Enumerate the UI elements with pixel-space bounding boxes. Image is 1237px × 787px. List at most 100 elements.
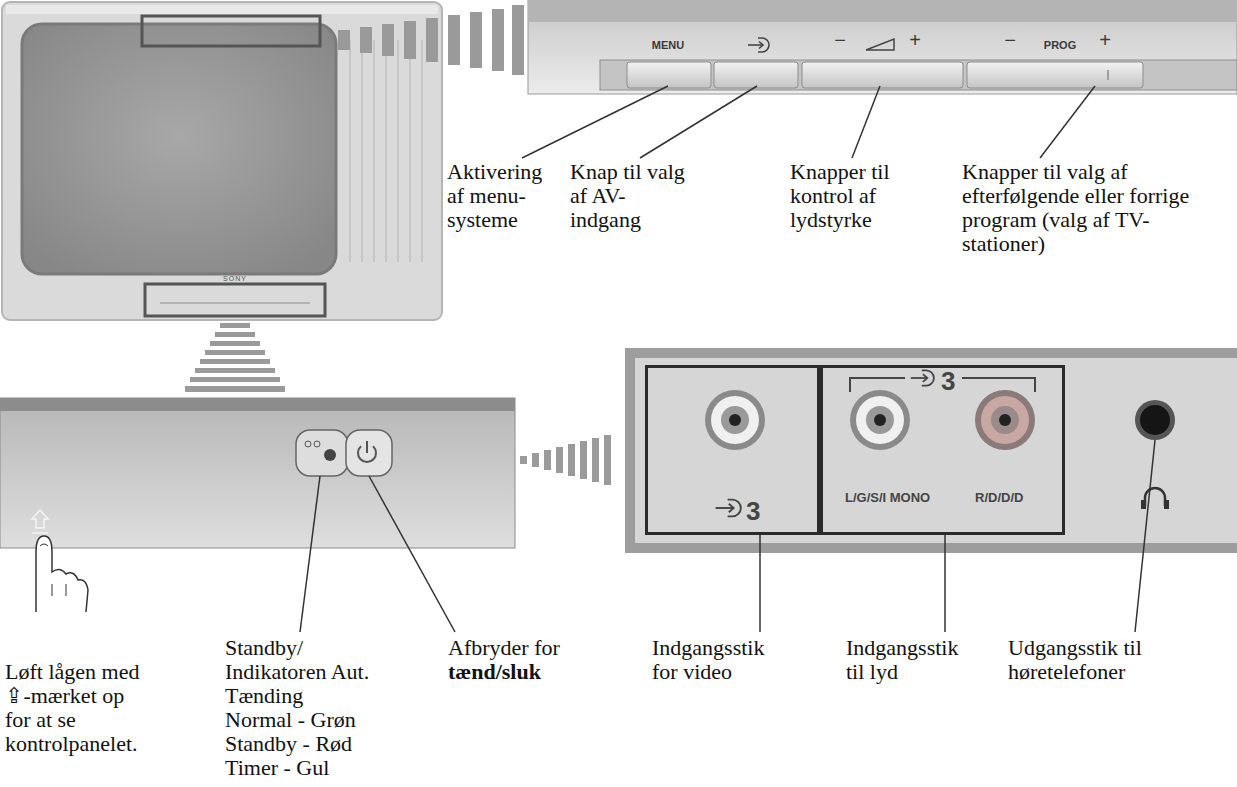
headphone-symbol (1141, 500, 1146, 509)
leader-line (300, 476, 320, 632)
jack-ring (975, 390, 1035, 450)
jack-panel (625, 348, 1237, 553)
indicator-state: Timer - Gul (225, 756, 395, 780)
wedge-bar (426, 18, 438, 62)
indicator-state: Normal - Grøn (225, 708, 395, 732)
leader-line (522, 86, 668, 158)
volume-button (802, 62, 963, 88)
leader-line (1040, 86, 1095, 158)
panel-marking: + (1095, 30, 1115, 50)
wedge-bar (604, 435, 611, 485)
wedge-bar (185, 386, 285, 392)
jack-panel-frame (625, 348, 1237, 553)
remote-sensor (324, 449, 336, 461)
callout-text: Udgangsstik til høretelefoner (1008, 636, 1228, 684)
power-symbol (366, 441, 368, 453)
door-top-band (0, 398, 515, 411)
wedge-bar (205, 350, 265, 355)
wedge-bar (404, 21, 416, 59)
wedge-bar (200, 359, 270, 364)
wedge-bar (556, 447, 563, 473)
callout-text: Knapper til kontrol af lydstyrke (790, 160, 910, 232)
jack-ring (856, 396, 904, 444)
callout-text: Knap til valg af AV-indgang (570, 160, 690, 232)
door-edge (160, 302, 310, 304)
wedge-bar (448, 15, 460, 65)
leader-lines (522, 86, 1095, 158)
callout-text: Knapper til valg af efterfølgende eller … (962, 160, 1202, 256)
audio-jack-right (975, 390, 1035, 450)
wedge-bar (195, 368, 275, 373)
program-button (967, 62, 1143, 88)
input-symbol (716, 500, 741, 517)
menu-button (627, 62, 711, 88)
lift-mark (32, 532, 48, 534)
jack-hole (874, 414, 886, 426)
headphone-symbol (1164, 500, 1169, 509)
panel-marking: MENU (643, 38, 693, 52)
top-panel (528, 0, 1237, 94)
leader-lines (300, 440, 1155, 632)
callout-text: Indgangsstik til lyd (846, 636, 981, 684)
jack-ring (981, 396, 1029, 444)
wedge-bar (382, 24, 394, 56)
input-button (714, 62, 798, 88)
power-button (346, 430, 392, 476)
wedge-bar (568, 444, 575, 476)
tv-set (2, 2, 442, 320)
wedge-bar (470, 12, 482, 68)
input-number: 3 (941, 366, 955, 396)
volume-symbol (866, 39, 894, 50)
channel-label: R/D/D/D (975, 490, 1023, 506)
wedge-bar (215, 332, 255, 337)
indicator-led (314, 441, 320, 447)
speaker-grille (350, 40, 422, 262)
jack-ring (711, 396, 759, 444)
jack-ring (705, 390, 765, 450)
panel-marking: PROG (1030, 38, 1090, 52)
wedge-bar (512, 5, 524, 75)
wedge-bar (338, 30, 350, 50)
input-number: 3 (746, 496, 760, 526)
wedge-bar (360, 27, 372, 53)
wedge-bar (532, 453, 539, 467)
zoom-frame (145, 284, 325, 316)
jack-ring (866, 406, 894, 434)
leader-line (369, 476, 455, 632)
panel-face (528, 0, 1237, 94)
jack-ring (991, 406, 1019, 434)
wedge-bar (592, 438, 599, 482)
wedge-bar (492, 9, 504, 71)
callout-text: Afbryder for (448, 636, 618, 660)
callout-text: Aktivering af menu-systeme (447, 160, 557, 232)
instruction-text: Løft lågen med ⇪-mærket op for at se kon… (5, 660, 155, 756)
zoom-wedge (520, 435, 611, 485)
hand-detail (40, 544, 66, 596)
jack-ring (850, 390, 910, 450)
hand-drawing (36, 536, 88, 612)
leader-line (640, 86, 757, 158)
jack-ring (721, 406, 749, 434)
zoom-frame (142, 16, 320, 46)
audio-input-box: 3L/G/S/I MONOR/D/D/D (820, 365, 1065, 535)
panel-marking: − (830, 30, 850, 50)
wedge-bar (210, 341, 260, 346)
wedge-bar (220, 323, 250, 328)
door-panel (0, 398, 515, 548)
video-jack (705, 390, 765, 450)
indicator-housing (296, 430, 348, 476)
panel-band (528, 0, 1237, 22)
input-symbol (748, 38, 769, 52)
headphone-jack (1140, 405, 1170, 435)
indicator-state: Standby - Rød (225, 732, 395, 756)
leader-line (944, 535, 946, 632)
leader-line (759, 535, 761, 632)
button-mark (1107, 70, 1109, 80)
zoom-wedge (338, 5, 524, 75)
wedge-bar (580, 441, 587, 479)
tv-highlight (6, 5, 438, 14)
jack-hole (729, 414, 741, 426)
lift-mark (32, 510, 48, 528)
